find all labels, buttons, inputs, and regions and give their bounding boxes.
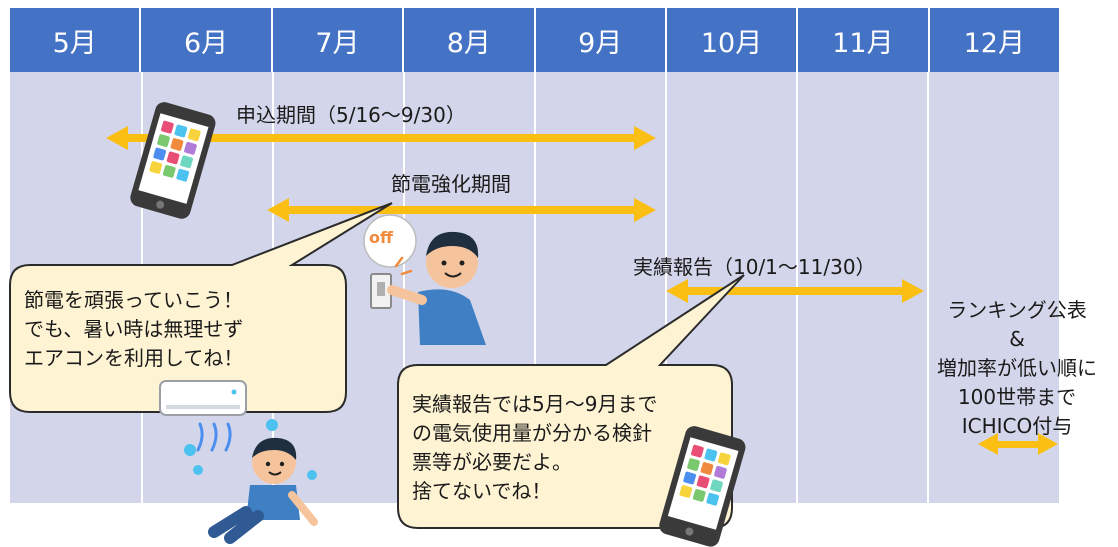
month-october: 10月 xyxy=(666,8,799,72)
month-header: 5月 6月 7月 8月 9月 10月 11月 12月 xyxy=(10,8,1059,72)
off-sign-label: off xyxy=(369,228,393,247)
ranking-note-line: ICHICO付与 xyxy=(961,414,1073,438)
ranking-note-line: 100世帯まで xyxy=(957,385,1077,409)
ichico-arrow xyxy=(978,433,1058,455)
month-september: 9月 xyxy=(535,8,667,72)
off-sign-icon xyxy=(363,214,417,268)
smartphone-icon xyxy=(130,102,216,219)
smartphone-icon xyxy=(659,426,746,547)
application-period-label: 申込期間（5/16〜9/30） xyxy=(236,103,466,127)
ranking-note: ランキング公表 & 増加率が低い順に 100世帯まで ICHICO付与 xyxy=(922,296,1112,441)
column-divider xyxy=(403,72,405,503)
month-june: 6月 xyxy=(141,8,273,72)
month-may: 5月 xyxy=(10,8,142,72)
report-period-arrow xyxy=(666,279,924,303)
application-period-arrow xyxy=(106,126,656,150)
relaxing-person-icon xyxy=(184,419,318,544)
month-november: 11月 xyxy=(798,8,930,72)
air-conditioner-icon xyxy=(159,380,247,452)
aircon-speech-bubble xyxy=(9,202,393,413)
report-period-label: 実績報告（10/1〜11/30） xyxy=(633,255,876,279)
month-december: 12月 xyxy=(929,8,1059,72)
ranking-note-line: & xyxy=(1009,327,1025,351)
ranking-note-line: ランキング公表 xyxy=(947,298,1087,322)
column-divider xyxy=(665,72,667,503)
person-switch-off-icon xyxy=(387,231,486,345)
month-july: 7月 xyxy=(272,8,405,72)
saving-period-arrow xyxy=(267,198,656,222)
column-divider xyxy=(534,72,536,503)
column-divider xyxy=(927,72,929,503)
ranking-note-line: 増加率が低い順に xyxy=(937,356,1097,380)
month-august: 8月 xyxy=(404,8,536,72)
saving-period-label: 節電強化期間 xyxy=(391,172,511,196)
